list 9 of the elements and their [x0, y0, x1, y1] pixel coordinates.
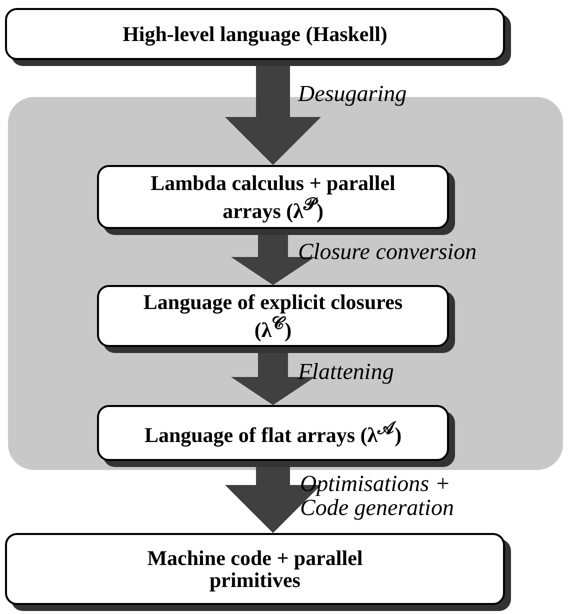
node-label: Lambda calculus + parallel arrays (λ$^{𝒫}$): [150, 172, 396, 222]
edge-label: Desugaring: [298, 82, 407, 106]
node-label: High-level language (Haskell): [122, 22, 388, 46]
edge-label: Flattening: [298, 360, 394, 384]
node-label: Machine code + parallel primitives: [146, 546, 364, 592]
node-label: Language of explicit closures (λ$^{𝒞}$): [142, 291, 404, 341]
node-label: Language of flat arrays (λ$^{𝒜}$): [144, 419, 402, 447]
edge-label: Optimisations + Code generation: [300, 472, 455, 520]
edge-label: Closure conversion: [298, 240, 477, 264]
